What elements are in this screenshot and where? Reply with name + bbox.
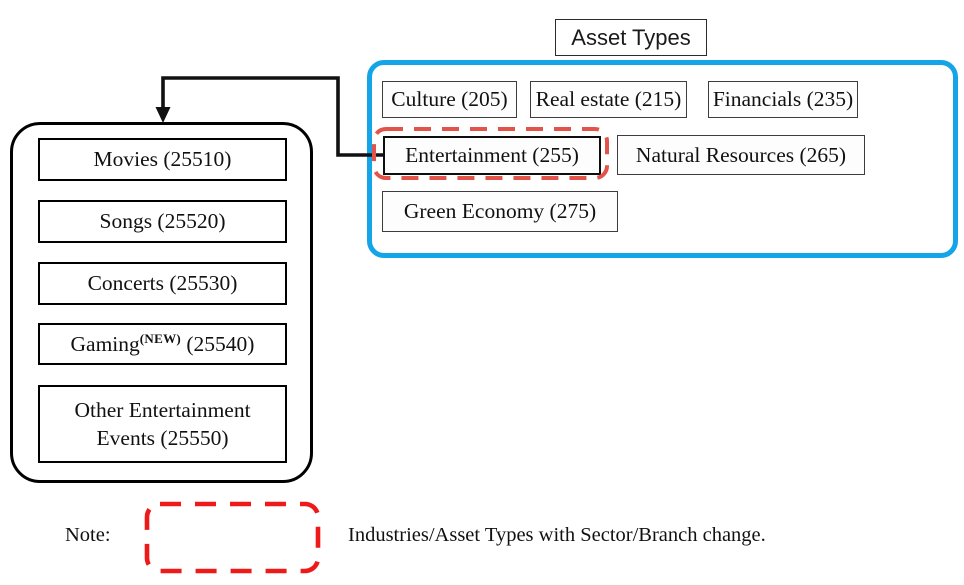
branch-label: Gaming(NEW) (25540) bbox=[70, 330, 255, 357]
gaming-new-superscript: (NEW) bbox=[139, 330, 182, 346]
asset-type-label: Real estate (215) bbox=[535, 87, 682, 111]
branch-box-movies: Movies (25510) bbox=[38, 138, 287, 181]
gaming-text: Gaming bbox=[70, 331, 140, 356]
note-legend-dashed-box bbox=[144, 501, 321, 574]
asset-type-box-entertainment: Entertainment (255) bbox=[383, 136, 601, 175]
branch-label: Concerts (25530) bbox=[87, 271, 238, 295]
branch-label: Movies (25510) bbox=[93, 147, 232, 171]
branch-box-songs: Songs (25520) bbox=[38, 200, 287, 243]
asset-types-title-box: Asset Types bbox=[555, 19, 707, 56]
asset-type-label: Entertainment (255) bbox=[405, 143, 579, 167]
gaming-code: (25540) bbox=[181, 331, 255, 356]
asset-types-title: Asset Types bbox=[571, 24, 691, 50]
branch-label: Songs (25520) bbox=[99, 209, 226, 233]
branch-box-concerts: Concerts (25530) bbox=[38, 262, 287, 305]
note-label: Note: bbox=[65, 524, 111, 546]
asset-type-box-culture: Culture (205) bbox=[382, 81, 517, 118]
note-description: Industries/Asset Types with Sector/Branc… bbox=[348, 524, 766, 546]
asset-type-box-green-economy: Green Economy (275) bbox=[382, 191, 618, 232]
asset-type-box-real-estate: Real estate (215) bbox=[530, 81, 687, 118]
asset-type-label: Natural Resources (265) bbox=[635, 142, 847, 167]
connector-arrow-head bbox=[155, 107, 171, 123]
branch-label: Other Entertainment Events (25550) bbox=[74, 397, 251, 450]
asset-type-label: Green Economy (275) bbox=[403, 199, 597, 223]
branch-box-gaming: Gaming(NEW) (25540) bbox=[38, 323, 287, 365]
asset-type-label: Financials (235) bbox=[712, 87, 854, 111]
asset-type-box-financials: Financials (235) bbox=[708, 81, 858, 118]
branch-box-other-entertainment: Other Entertainment Events (25550) bbox=[38, 385, 287, 463]
asset-type-box-natural-resources: Natural Resources (265) bbox=[617, 135, 865, 175]
asset-type-label: Culture (205) bbox=[391, 87, 508, 111]
